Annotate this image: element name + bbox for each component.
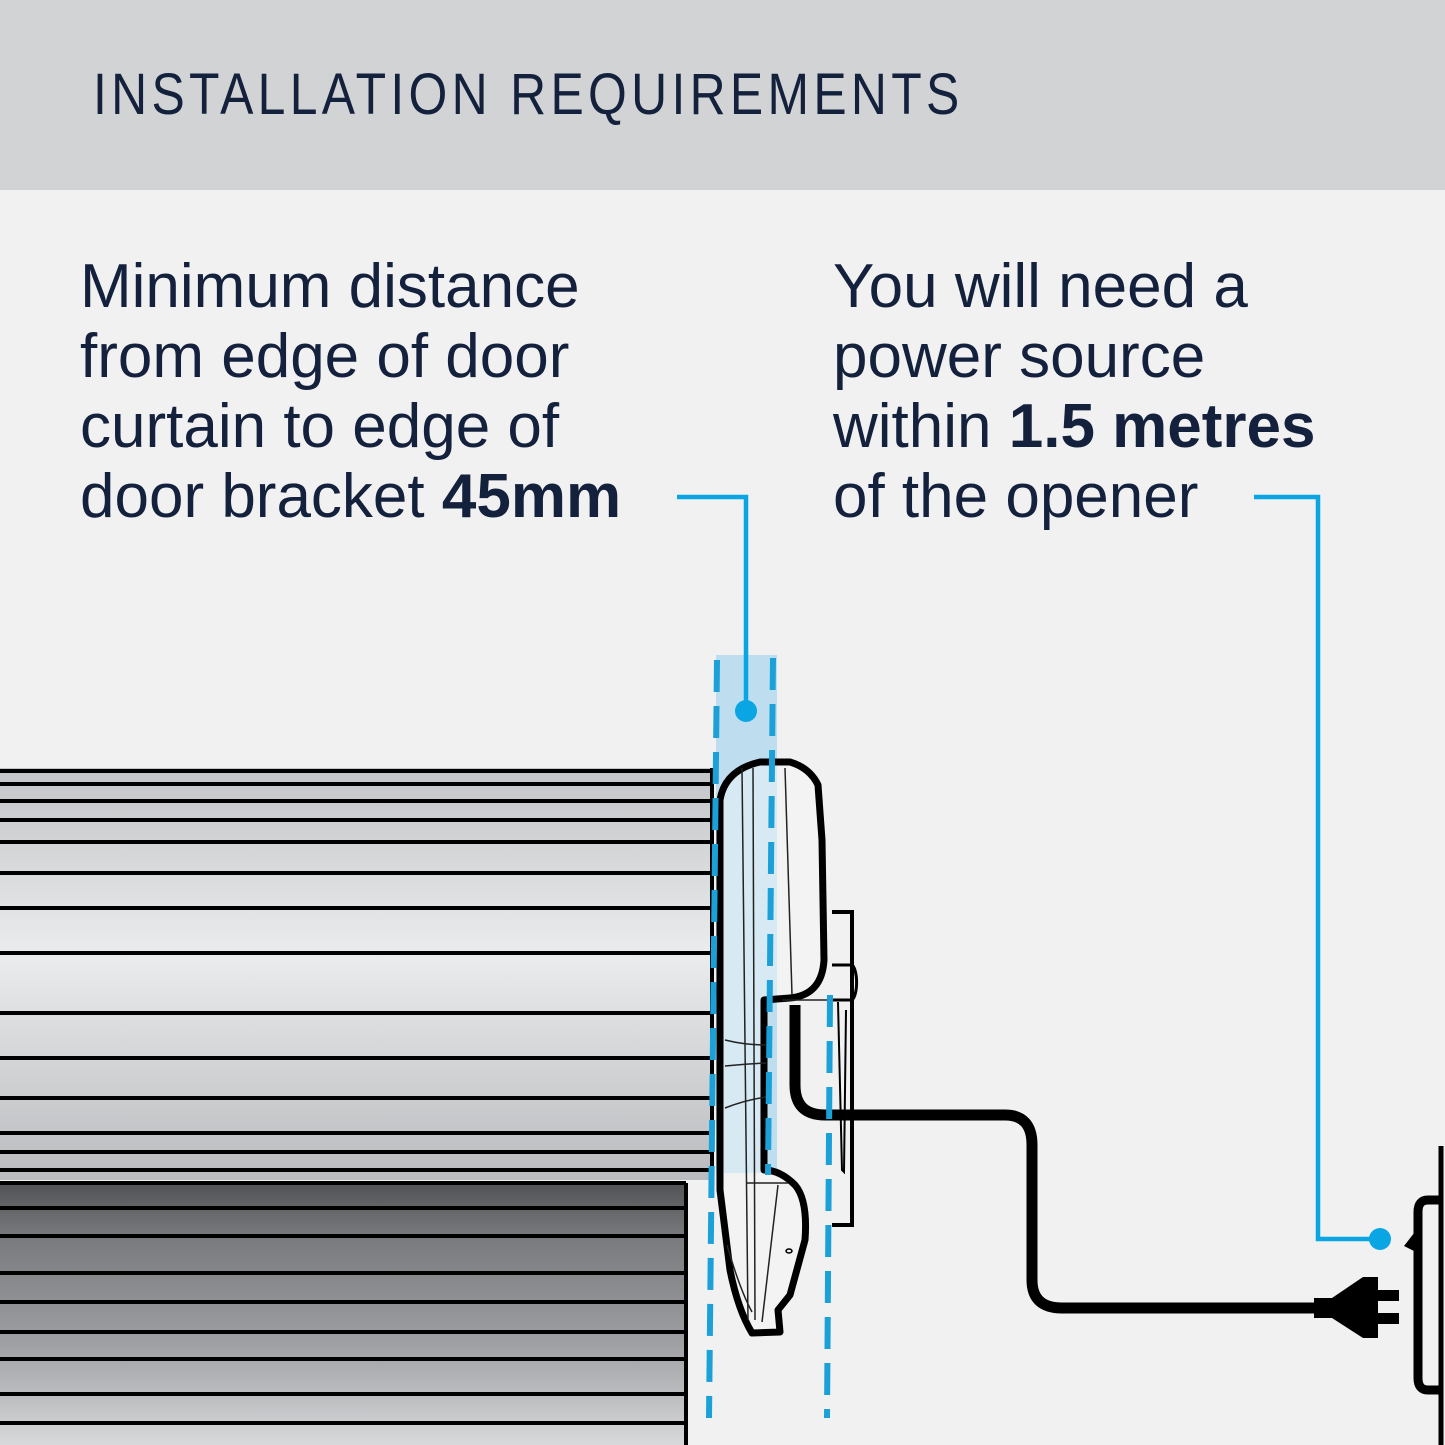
door-bracket — [832, 910, 859, 1227]
callout-line: You will need a — [833, 252, 1248, 321]
callout-line-last: door bracket 45mm — [80, 462, 621, 532]
clearance-value: 45mm — [441, 462, 622, 531]
door-curtain-hanging — [0, 1181, 688, 1445]
callout-line: of the opener — [833, 462, 1199, 531]
roller-door-curtain — [0, 768, 714, 1180]
callout-line: Minimum distance — [80, 252, 580, 321]
clearance-guide-lines — [706, 657, 833, 1419]
power-cable — [789, 1005, 1320, 1314]
power-plug-icon — [1314, 1277, 1399, 1338]
page-title: INSTALLATION REQUIREMENTS — [93, 62, 964, 127]
callout-clearance: Minimum distance from edge of door curta… — [80, 252, 621, 532]
power-distance-value: 1.5 metres — [1008, 392, 1316, 461]
callout-line-emphasis: within 1.5 metres — [833, 392, 1316, 462]
garage-door-opener — [716, 758, 830, 1337]
callout-text: within — [833, 392, 1009, 461]
callout-power: You will need a power source within 1.5 … — [833, 252, 1316, 532]
header-banner: INSTALLATION REQUIREMENTS — [0, 0, 1445, 190]
callout-line: power source — [833, 322, 1206, 391]
power-leader-line — [1254, 494, 1391, 1250]
wall-socket-icon — [1404, 1146, 1444, 1445]
clearance-leader-line — [677, 494, 757, 722]
callout-line: from edge of door — [80, 322, 570, 391]
callout-line: curtain to edge of — [80, 392, 560, 461]
callout-text: door bracket — [80, 462, 442, 531]
